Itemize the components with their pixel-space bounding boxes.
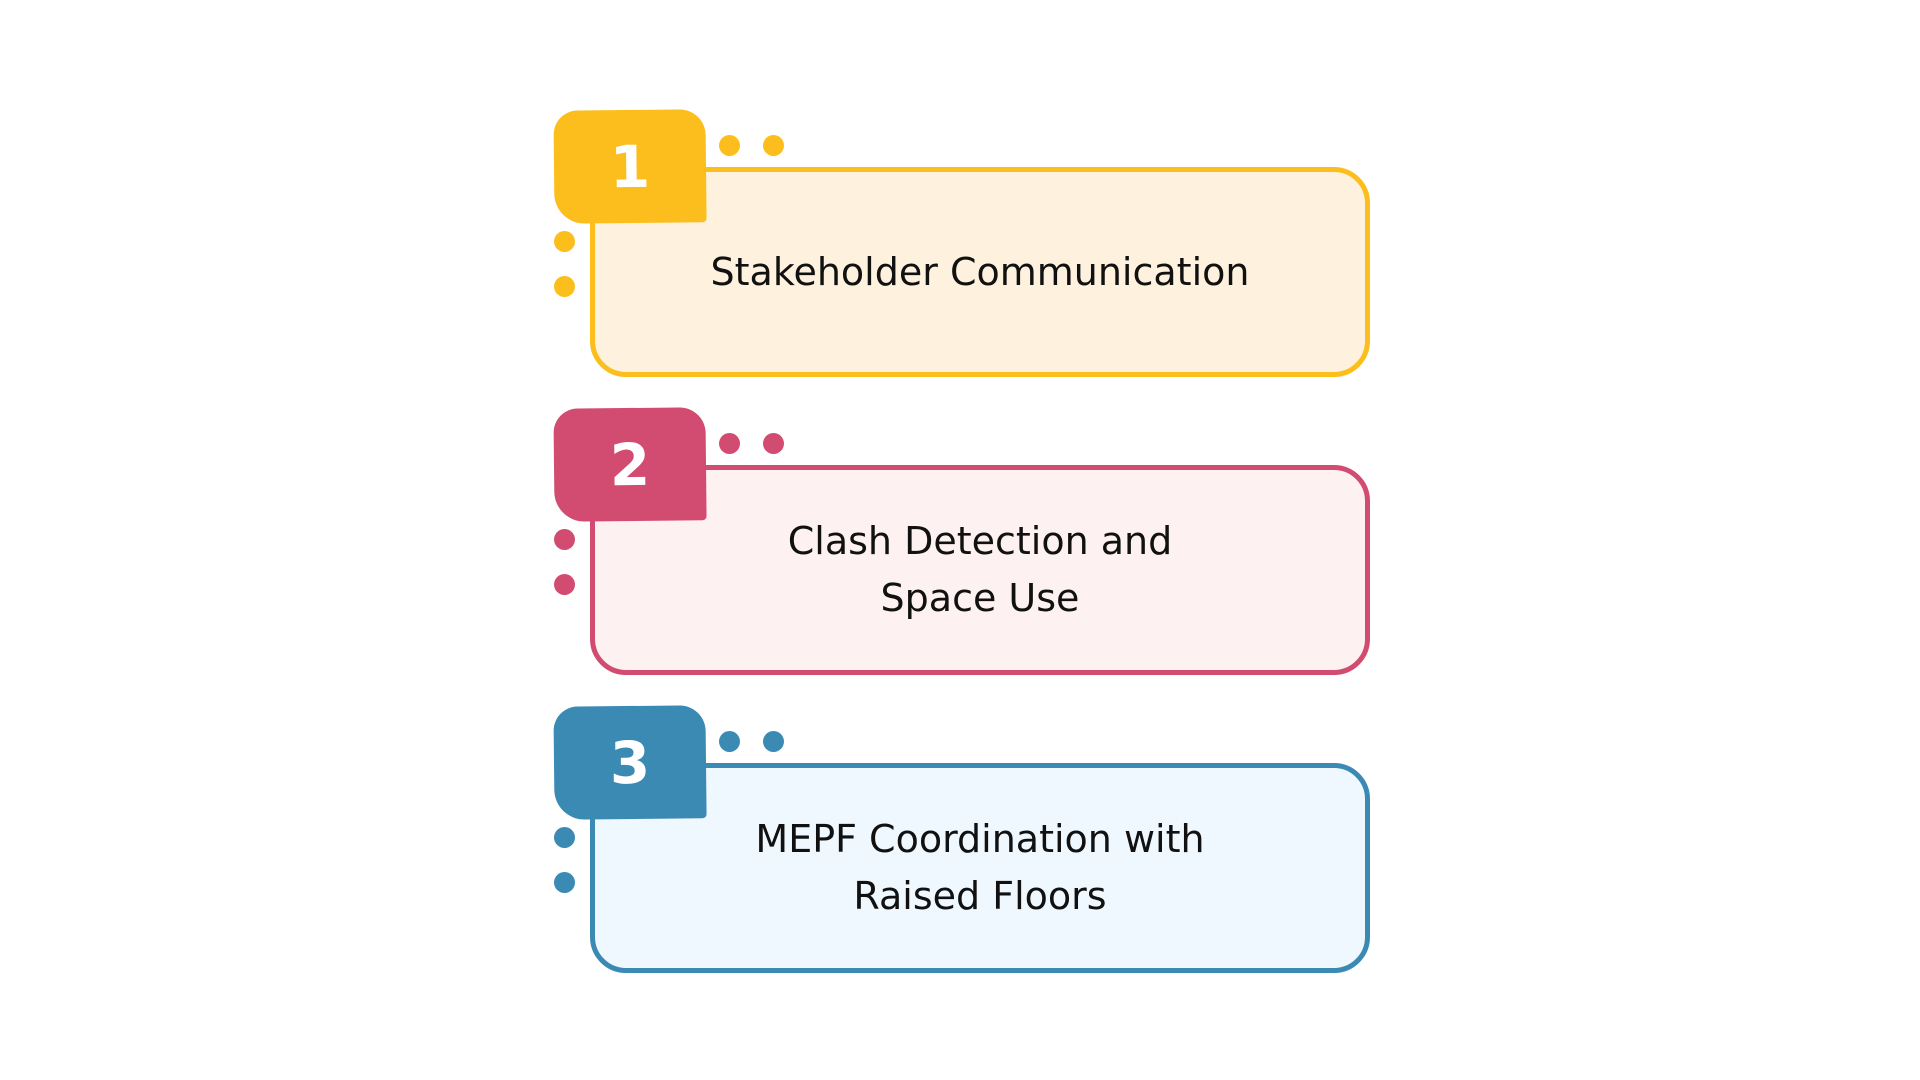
decor-dot [554,827,575,848]
step-label: Clash Detection and Space Use [787,519,1173,620]
decor-dot [554,276,575,297]
step-number-badge: 1 [553,109,707,224]
decor-dot [719,731,740,752]
step-number: 3 [609,728,651,797]
decor-dot [763,135,784,156]
decor-dot [554,574,575,595]
step-number: 1 [609,132,651,201]
step-number: 2 [609,430,651,499]
step-2: Clash Detection and Space Use 2 [553,407,1384,675]
step-1: Stakeholder Communication 1 [553,109,1384,377]
step-number-badge: 2 [553,407,707,522]
step-label: MEPF Coordination with Raised Floors [755,817,1205,918]
step-card: Clash Detection and Space Use [590,465,1370,675]
decor-dot [763,731,784,752]
step-3: MEPF Coordination with Raised Floors 3 [553,705,1384,973]
decor-dot [719,135,740,156]
decor-dot [763,433,784,454]
step-number-badge: 3 [553,705,707,820]
step-label: Stakeholder Communication [710,249,1250,294]
decor-dot [719,433,740,454]
decor-dot [554,529,575,550]
step-card: Stakeholder Communication [590,167,1370,377]
decor-dot [554,872,575,893]
step-card: MEPF Coordination with Raised Floors [590,763,1370,973]
decor-dot [554,231,575,252]
